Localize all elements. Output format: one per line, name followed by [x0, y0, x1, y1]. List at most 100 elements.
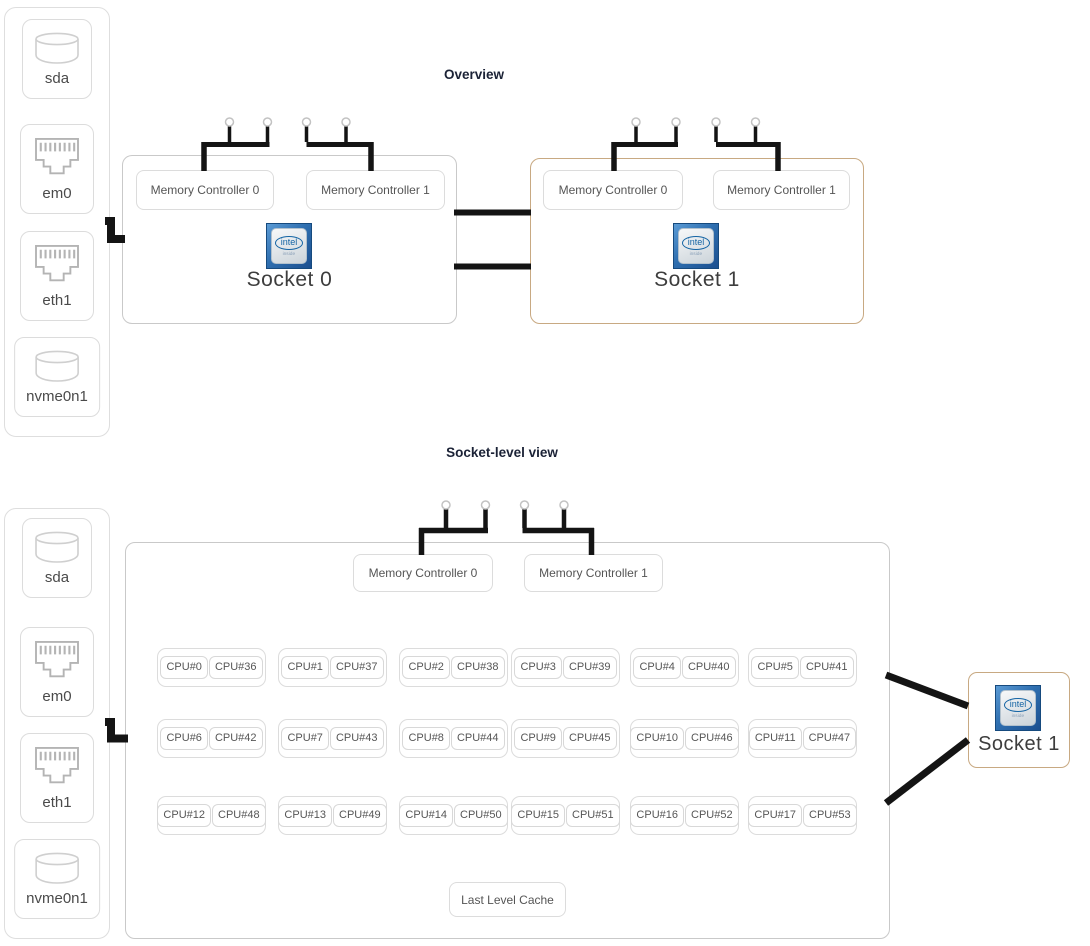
device-label: sda	[44, 70, 70, 87]
socket-1-label: Socket 1	[654, 268, 740, 291]
cpu-chip[interactable]: CPU#46	[685, 726, 739, 751]
core-cell[interactable]: CPU#16 CPU#52	[630, 796, 739, 835]
ethernet-icon	[35, 640, 79, 678]
cpu-chip[interactable]: CPU#52	[685, 803, 739, 828]
device-sda[interactable]: sda	[22, 19, 92, 99]
cpu-chip[interactable]: CPU#43	[329, 726, 384, 751]
cpu-chip[interactable]: CPU#7	[281, 726, 329, 751]
socket-0-label: Socket 0	[246, 268, 333, 291]
core-cell[interactable]: CPU#15 CPU#51	[511, 796, 620, 835]
cpu-chip[interactable]: CPU#51	[566, 803, 620, 828]
socket-0-box[interactable]: Memory Controller 0 Memory Controller 1 …	[122, 155, 457, 324]
memory-controller-1[interactable]: Memory Controller 1	[306, 170, 445, 210]
memory-controller-1[interactable]: Memory Controller 1	[713, 170, 850, 210]
core-cell[interactable]: CPU#0 CPU#36	[157, 648, 266, 687]
device-eth1[interactable]: eth1	[20, 231, 94, 321]
disk-icon	[35, 32, 79, 64]
device-em0[interactable]: em0	[20, 124, 94, 214]
cpu-chip[interactable]: CPU#40	[681, 655, 736, 680]
cpu-chip[interactable]: CPU#50	[454, 803, 508, 828]
core-cell[interactable]: CPU#17 CPU#53	[748, 796, 857, 835]
cpu-chip[interactable]: CPU#37	[329, 655, 384, 680]
intel-logo: intel	[681, 235, 711, 250]
core-cell[interactable]: CPU#3 CPU#39	[511, 648, 620, 687]
cpu-chip[interactable]: CPU#13	[278, 803, 332, 828]
cpu-chip[interactable]: CPU#15	[511, 803, 565, 828]
core-cell[interactable]: CPU#4 CPU#40	[630, 648, 739, 687]
memory-controller-0[interactable]: Memory Controller 0	[136, 170, 274, 210]
cpu-chip[interactable]: CPU#36	[208, 655, 263, 680]
cpu-chip[interactable]: CPU#12	[157, 803, 211, 828]
socket-view-title: Socket-level view	[446, 445, 558, 460]
cpu-chip[interactable]: CPU#44	[450, 726, 505, 751]
ethernet-icon	[35, 244, 79, 282]
core-cell[interactable]: CPU#9 CPU#45	[511, 719, 620, 758]
cpu-chip[interactable]: CPU#16	[630, 803, 684, 828]
device-em0[interactable]: em0	[20, 627, 94, 717]
core-cell[interactable]: CPU#1 CPU#37	[278, 648, 387, 687]
memory-controller-0[interactable]: Memory Controller 0	[353, 554, 493, 592]
cpu-chip[interactable]: CPU#0	[160, 655, 208, 680]
socket-interconnect-lines	[883, 671, 971, 806]
cpu-chip[interactable]: CPU#38	[450, 655, 505, 680]
device-eth1[interactable]: eth1	[20, 733, 94, 823]
cpu-chip[interactable]: CPU#2	[402, 655, 450, 680]
device-label: nvme0n1	[26, 890, 88, 907]
intel-logo: intel	[1003, 697, 1033, 712]
cpu-chip[interactable]: CPU#42	[208, 726, 263, 751]
disk-icon	[35, 531, 79, 563]
intel-inside-text: inside	[689, 251, 703, 256]
device-nvme0n1[interactable]: nvme0n1	[14, 337, 100, 417]
remote-socket-1-label: Socket 1	[978, 733, 1060, 755]
cpu-chip[interactable]: CPU#6	[160, 726, 208, 751]
cpu-chip[interactable]: CPU#4	[633, 655, 681, 680]
intel-logo: intel	[274, 235, 304, 250]
cpu-chip[interactable]: CPU#5	[751, 655, 799, 680]
cpu-chip[interactable]: CPU#41	[799, 655, 854, 680]
core-cell[interactable]: CPU#8 CPU#44	[399, 719, 508, 758]
core-cell[interactable]: CPU#10 CPU#46	[630, 719, 739, 758]
qpi-link-lines	[454, 209, 531, 270]
device-label: nvme0n1	[26, 388, 88, 405]
disk-icon	[35, 350, 79, 382]
cpu-chip[interactable]: CPU#11	[748, 726, 802, 751]
disk-icon	[35, 852, 79, 884]
intel-cpu-icon: intel inside	[995, 685, 1041, 731]
cpu-chip[interactable]: CPU#8	[402, 726, 450, 751]
device-label: sda	[44, 569, 70, 586]
cpu-chip[interactable]: CPU#48	[212, 803, 266, 828]
core-cell[interactable]: CPU#5 CPU#41	[748, 648, 857, 687]
core-cell[interactable]: CPU#2 CPU#38	[399, 648, 508, 687]
cpu-chip[interactable]: CPU#1	[281, 655, 329, 680]
memory-controller-0[interactable]: Memory Controller 0	[543, 170, 683, 210]
socket-1-box[interactable]: Memory Controller 0 Memory Controller 1 …	[530, 158, 864, 324]
remote-socket-1-box[interactable]: intel inside Socket 1	[968, 672, 1070, 768]
device-sda[interactable]: sda	[22, 518, 92, 598]
intel-inside-text: inside	[1011, 713, 1025, 718]
core-cell[interactable]: CPU#13 CPU#49	[278, 796, 387, 835]
cpu-chip[interactable]: CPU#17	[748, 803, 802, 828]
core-cell[interactable]: CPU#12 CPU#48	[157, 796, 266, 835]
last-level-cache[interactable]: Last Level Cache	[449, 882, 566, 917]
intel-cpu-icon: intel inside	[673, 223, 719, 269]
cpu-chip[interactable]: CPU#14	[399, 803, 453, 828]
core-cell[interactable]: CPU#7 CPU#43	[278, 719, 387, 758]
device-nvme0n1[interactable]: nvme0n1	[14, 839, 100, 919]
cpu-chip[interactable]: CPU#39	[562, 655, 617, 680]
intel-inside-text: inside	[282, 251, 296, 256]
core-cell[interactable]: CPU#6 CPU#42	[157, 719, 266, 758]
device-label: eth1	[42, 292, 72, 309]
cpu-chip[interactable]: CPU#53	[803, 803, 857, 828]
cpu-chip[interactable]: CPU#10	[630, 726, 684, 751]
cpu-chip[interactable]: CPU#47	[802, 726, 857, 751]
core-cell[interactable]: CPU#11 CPU#47	[748, 719, 857, 758]
cpu-chip[interactable]: CPU#9	[514, 726, 562, 751]
cpu-chip[interactable]: CPU#49	[333, 803, 387, 828]
cpu-chip[interactable]: CPU#3	[514, 655, 562, 680]
cpu-chip[interactable]: CPU#45	[562, 726, 617, 751]
memory-controller-1[interactable]: Memory Controller 1	[524, 554, 663, 592]
socket-detail-box[interactable]: Memory Controller 0 Memory Controller 1 …	[125, 542, 890, 939]
core-cell[interactable]: CPU#14 CPU#50	[399, 796, 508, 835]
overview-title: Overview	[443, 67, 505, 82]
